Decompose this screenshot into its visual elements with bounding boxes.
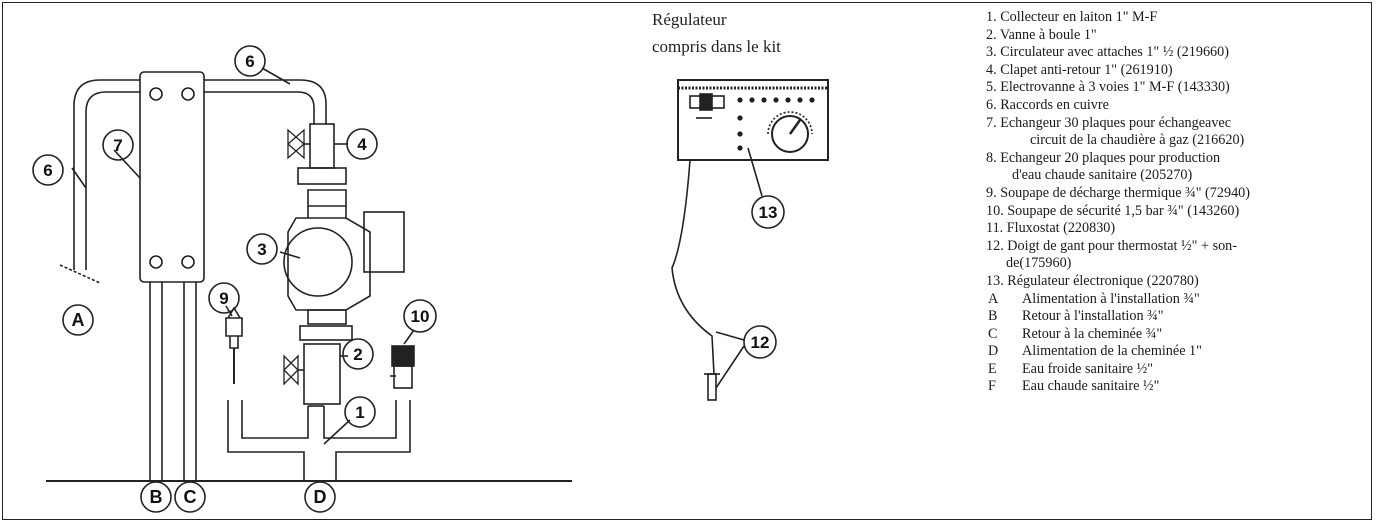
legend-item-8-continued: d'eau chaude sanitaire (205270) xyxy=(1012,167,1193,184)
legend-item-5: 5. Electrovanne à 3 voies 1" M-F (143330… xyxy=(986,79,1230,96)
ball-valve xyxy=(303,343,341,405)
check-valve xyxy=(309,123,335,169)
svg-text:6: 6 xyxy=(245,52,254,71)
callout-12: 12 xyxy=(743,325,777,359)
svg-text:1: 1 xyxy=(355,403,364,422)
legend-item-7: 7. Echangeur 30 plaques pour échangeavec xyxy=(986,114,1232,131)
valve-handle xyxy=(283,354,299,386)
safety-valve xyxy=(391,345,415,367)
plate-exchanger xyxy=(139,71,205,283)
svg-text:D: D xyxy=(314,487,327,507)
connection-c: C xyxy=(174,481,206,513)
probe-cable xyxy=(671,159,715,375)
legend-item-9: 9. Soupape de décharge thermique ¾" (729… xyxy=(986,184,1250,201)
regulator-knob xyxy=(771,115,809,153)
callout-2: 2 xyxy=(342,338,374,370)
svg-text:3: 3 xyxy=(257,240,266,259)
connection-d: D xyxy=(304,481,336,513)
copper-fitting-left xyxy=(73,79,140,270)
callout-6-left: 6 xyxy=(32,154,64,186)
svg-text:A: A xyxy=(72,310,85,330)
connection-b: B xyxy=(140,481,172,513)
exchanger-port xyxy=(149,87,163,101)
exchanger-port xyxy=(181,87,195,101)
thermal-discharge-valve xyxy=(225,306,243,349)
callout-13: 13 xyxy=(751,195,785,229)
svg-text:2: 2 xyxy=(353,345,362,364)
callout-10: 10 xyxy=(403,299,437,333)
svg-text:B: B xyxy=(150,487,163,507)
legend-item-6: 6. Raccords en cuivre xyxy=(986,96,1109,113)
callout-4: 4 xyxy=(346,128,378,160)
legend-item-2: 2. Vanne à boule 1" xyxy=(986,26,1097,43)
legend-item-1: 1. Collecteur en laiton 1" M-F xyxy=(986,9,1158,25)
valve-handle xyxy=(287,128,305,160)
pump-motor xyxy=(283,227,353,297)
pump-terminal-box xyxy=(363,211,405,273)
callout-6-right: 6 xyxy=(234,45,266,77)
brass-collector xyxy=(227,400,411,481)
callout-1: 1 xyxy=(344,396,376,428)
legend-item-3: 3. Circulateur avec attaches 1" ½ (21966… xyxy=(986,44,1229,61)
svg-text:6: 6 xyxy=(43,161,52,180)
electronic-regulator xyxy=(677,79,829,161)
callout-7: 7 xyxy=(102,129,134,161)
pipe-cut-mark xyxy=(59,264,101,284)
exchanger-port xyxy=(181,255,195,269)
svg-text:9: 9 xyxy=(219,289,228,308)
thermostat-probe xyxy=(707,373,717,401)
pipe-c xyxy=(183,282,197,481)
exchanger-port xyxy=(149,255,163,269)
regulator-title-line1: Régulateur xyxy=(652,10,727,29)
legend-item-11: 11. Fluxostat (220830) xyxy=(986,220,1116,237)
svg-text:10: 10 xyxy=(411,307,430,326)
legend-item-8: 8. Echangeur 20 plaques pour production xyxy=(986,149,1221,166)
parts-legend: 1. Collecteur en laiton 1" M-F 2. Vanne … xyxy=(986,9,1366,396)
legend-item-12-continued: de(175960) xyxy=(1006,255,1072,272)
svg-text:4: 4 xyxy=(357,135,367,154)
pipe-b xyxy=(149,282,163,481)
callout-9: 9 xyxy=(208,282,240,314)
legend-item-4: 4. Clapet anti-retour 1" (261910) xyxy=(986,61,1173,78)
legend-item-12: 12. Doigt de gant pour thermostat ½" + s… xyxy=(986,237,1238,254)
circulator-pump xyxy=(307,189,347,207)
copper-fitting-right xyxy=(204,79,327,124)
svg-text:12: 12 xyxy=(751,333,770,352)
legend-item-13: 13. Régulateur électronique (220780) xyxy=(986,272,1199,289)
legend-item-7-continued: circuit de la chaudière à gaz (216620) xyxy=(1030,132,1245,149)
regulator-title-line2: compris dans le kit xyxy=(652,37,781,56)
connection-a: A xyxy=(62,304,94,336)
svg-text:7: 7 xyxy=(113,136,122,155)
legend-item-10: 10. Soupape de sécurité 1,5 bar ¾" (1432… xyxy=(986,202,1240,219)
svg-text:C: C xyxy=(184,487,197,507)
svg-text:13: 13 xyxy=(759,203,778,222)
callout-3: 3 xyxy=(246,233,278,265)
